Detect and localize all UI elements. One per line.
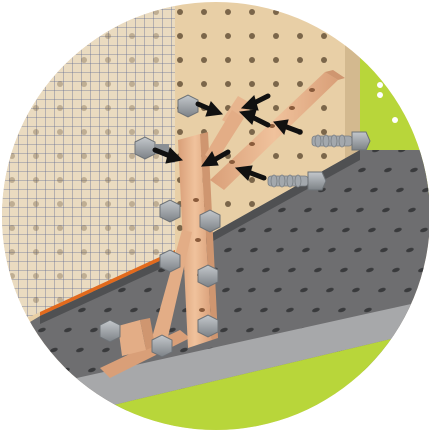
side-panel-hole xyxy=(392,117,398,123)
side-panel-hole xyxy=(377,82,383,88)
side-panel-hole xyxy=(377,92,383,98)
